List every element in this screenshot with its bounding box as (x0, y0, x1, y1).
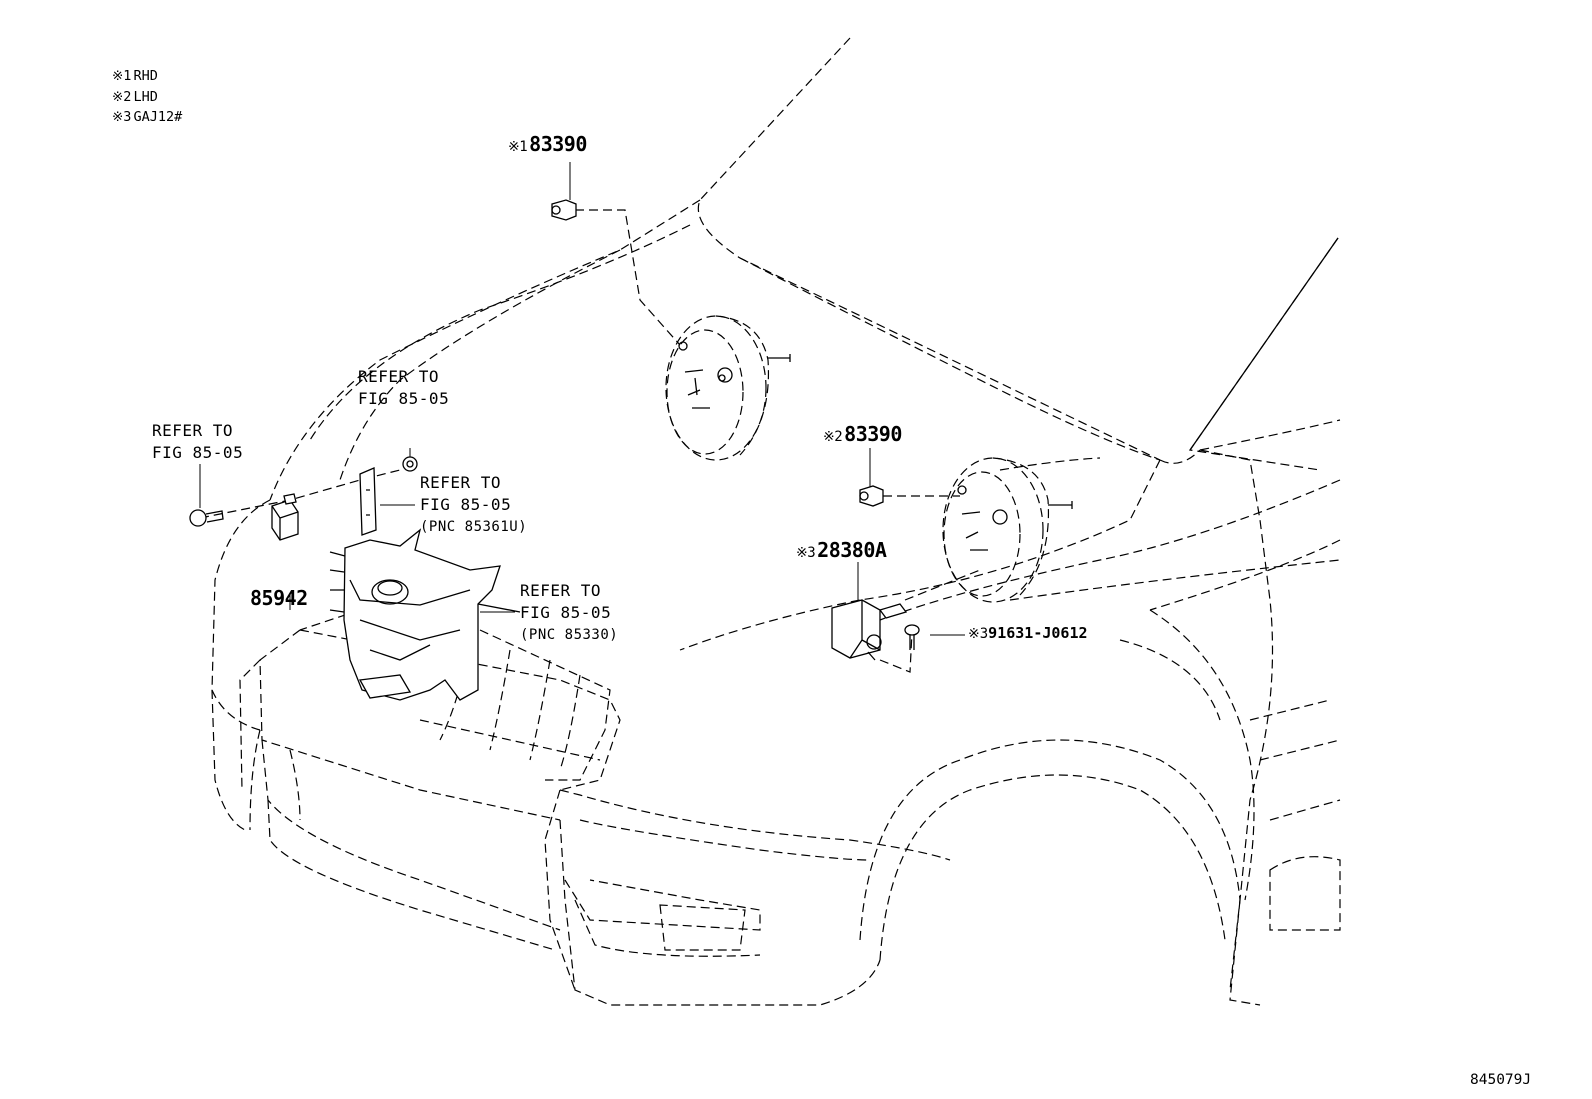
leader-lines (199, 162, 981, 673)
screw-91631 (904, 624, 920, 650)
switch-28380a (831, 599, 908, 661)
part-label-85942: 85942 (250, 586, 308, 610)
bumper-outline (239, 659, 951, 1006)
bracket-85361u (359, 467, 377, 536)
relay-85942 (271, 493, 299, 541)
brake-booster-rhd (665, 315, 791, 461)
reference-note-bracket: REFER TO FIG 85-05 (PNC 85361U) (420, 473, 528, 535)
brake-booster-lhd (942, 457, 1073, 603)
figure-id: 845079J (1470, 1072, 1532, 1088)
part-label-91631-j0612: ※391631-J0612 (968, 624, 1088, 642)
reference-note-left: REFER TO FIG 85-05 (152, 421, 244, 462)
nut-upper (402, 456, 418, 472)
sensor-83390-rhd (551, 199, 577, 221)
reference-note-upper: REFER TO FIG 85-05 (358, 367, 450, 408)
wheel-arch (859, 639, 1241, 961)
hood-outline (269, 199, 1161, 651)
cowl-outline (999, 419, 1341, 601)
sensor-83390-lhd (859, 485, 884, 507)
fender-outline (879, 449, 1341, 1006)
windshield-outline (697, 37, 1339, 471)
washer-tank (329, 528, 521, 701)
bolt-left (189, 509, 224, 527)
reference-note-tank: REFER TO FIG 85-05 (PNC 85330) (520, 581, 619, 643)
